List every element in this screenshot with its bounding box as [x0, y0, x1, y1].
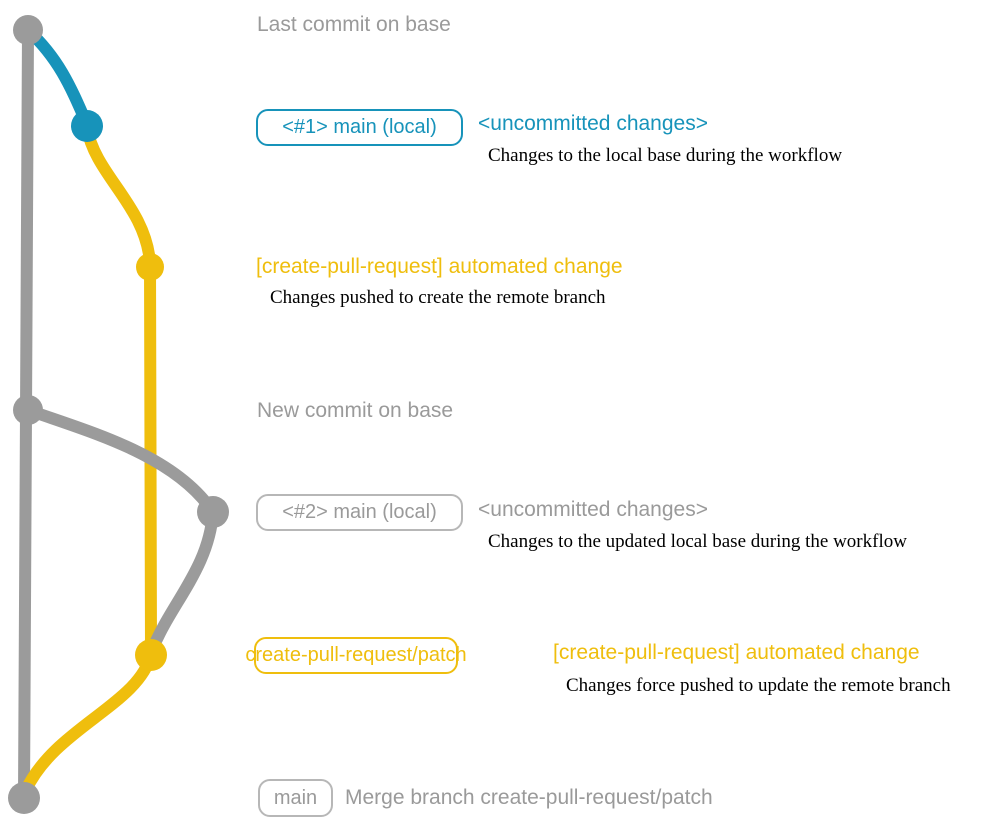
commit-node-automated-change-1: [136, 253, 164, 281]
automated-change-1-label: [create-pull-request] automated change: [256, 255, 623, 278]
branch-label-main-text: main: [273, 786, 318, 809]
last-commit-on-base-label: Last commit on base: [257, 13, 451, 36]
edge-patch-branch: [81, 122, 157, 658]
branch-label-main-local-2-text: <#2> main (local): [282, 501, 437, 523]
edge-base-update-pull: [22, 404, 220, 654]
merge-commit-message: Merge branch create-pull-request/patch: [345, 786, 713, 809]
commit-node-automated-change-2: [135, 639, 167, 671]
commit-node-uncommitted-changes-2: [197, 496, 229, 528]
edge-merge-into-base: [20, 649, 157, 796]
branch-label-main-local-2: <#2> main (local): [256, 494, 463, 531]
branch-label-create-pull-request-patch-text: create-pull-request/patch: [245, 644, 467, 666]
new-commit-on-base-label: New commit on base: [257, 399, 454, 422]
branch-label-main-local-1-text: <#1> main (local): [282, 116, 437, 138]
commit-node-merge-commit: [8, 782, 40, 814]
uncommitted-changes-2-label: <uncommitted changes>: [478, 498, 708, 521]
branch-label-main-local-1: <#1> main (local): [256, 109, 463, 146]
automated-change-2-label: [create-pull-request] automated change: [553, 641, 920, 664]
branch-label-main: main: [258, 779, 333, 817]
automated-change-1-description: Changes pushed to create the remote bran…: [270, 287, 606, 308]
uncommitted-changes-2-description: Changes to the updated local base during…: [488, 531, 907, 552]
commit-node-new-commit-on-base: [13, 395, 43, 425]
commit-node-last-commit-on-base: [13, 15, 43, 45]
commit-node-uncommitted-changes-1: [71, 110, 103, 142]
edge-local-changes-1: [22, 24, 92, 128]
branch-label-create-pull-request-patch: create-pull-request/patch: [245, 637, 467, 674]
uncommitted-changes-1-description: Changes to the local base during the wor…: [488, 145, 843, 166]
uncommitted-changes-1-label: <uncommitted changes>: [478, 112, 708, 135]
automated-change-2-description: Changes force pushed to update the remot…: [566, 675, 951, 696]
